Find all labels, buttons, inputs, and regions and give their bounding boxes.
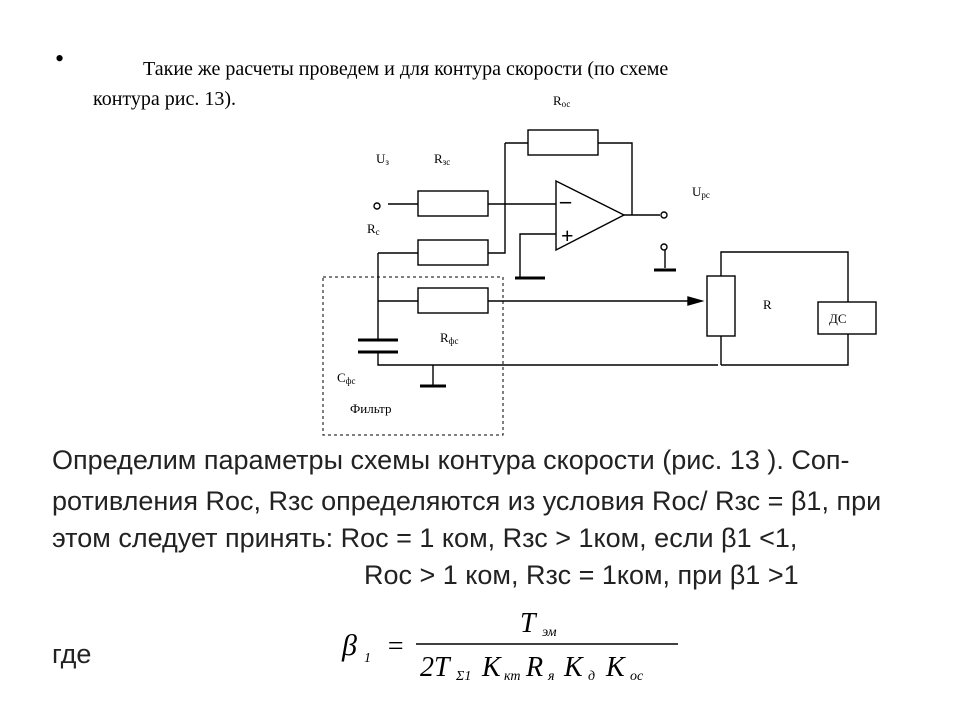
beta-formula: β 1 = T эм 2T Σ1 K кт R я K д K ос (341, 608, 678, 684)
label-urs: Uрс (692, 184, 710, 200)
intro-line-2: контура рис. 13). (93, 88, 236, 110)
bullet: • (55, 44, 65, 73)
svg-text:ос: ос (630, 669, 644, 684)
label-cfs: Cфс (337, 370, 356, 386)
label-r: R (763, 297, 772, 312)
svg-text:2T: 2T (420, 652, 452, 683)
svg-text:кт: кт (504, 669, 520, 684)
resistor-rc (417, 239, 489, 266)
svg-text:K: K (605, 652, 626, 683)
label-rc: Rc (367, 221, 380, 237)
label-minus: – (559, 188, 572, 213)
circuit-diagram: – + Rос Uз Rзс Rc Uрс R ДС Rфс Cфс Фильт… (322, 93, 877, 436)
svg-text:R: R (525, 652, 543, 683)
where-label: где (52, 639, 92, 669)
svg-text:T: T (520, 608, 538, 639)
label-ds: ДС (829, 311, 847, 326)
svg-text:д: д (588, 669, 595, 684)
resistor-roc (527, 129, 599, 156)
paragraph-line-4: Rоc > 1 ком, Rзс = 1ком, при β1 >1 (364, 560, 799, 590)
label-uz: Uз (376, 151, 389, 167)
op-amp (555, 179, 626, 252)
svg-text:K: K (481, 652, 502, 683)
resistor-rfs (417, 287, 489, 314)
label-plus: + (561, 223, 574, 248)
label-filter: Фильтр (350, 401, 392, 416)
label-roc: Rос (553, 93, 570, 109)
paragraph-line-3: этом следует принять: Rоc = 1 ком, Rзс >… (52, 523, 798, 553)
svg-text:β: β (341, 629, 357, 662)
intro-line-1: Такие же расчеты проведем и для контура … (143, 58, 669, 80)
label-rfs: Rфс (440, 330, 459, 346)
svg-text:эм: эм (542, 625, 557, 640)
paragraph-line-1: Определим параметры схемы контура скорос… (52, 445, 850, 475)
filter-box (322, 276, 504, 436)
svg-text:1: 1 (364, 651, 371, 666)
svg-text:я: я (547, 669, 555, 684)
svg-text:=: = (386, 631, 405, 662)
paragraph-line-2: ротивления Rоc, Rзс определяются из усло… (52, 486, 882, 516)
svg-text:K: K (563, 652, 584, 683)
potentiometer-r (706, 275, 736, 337)
resistor-rzs (417, 190, 489, 217)
tachogenerator-ds (817, 301, 877, 335)
label-rzs: Rзс (434, 151, 450, 167)
svg-text:Σ1: Σ1 (455, 669, 471, 684)
